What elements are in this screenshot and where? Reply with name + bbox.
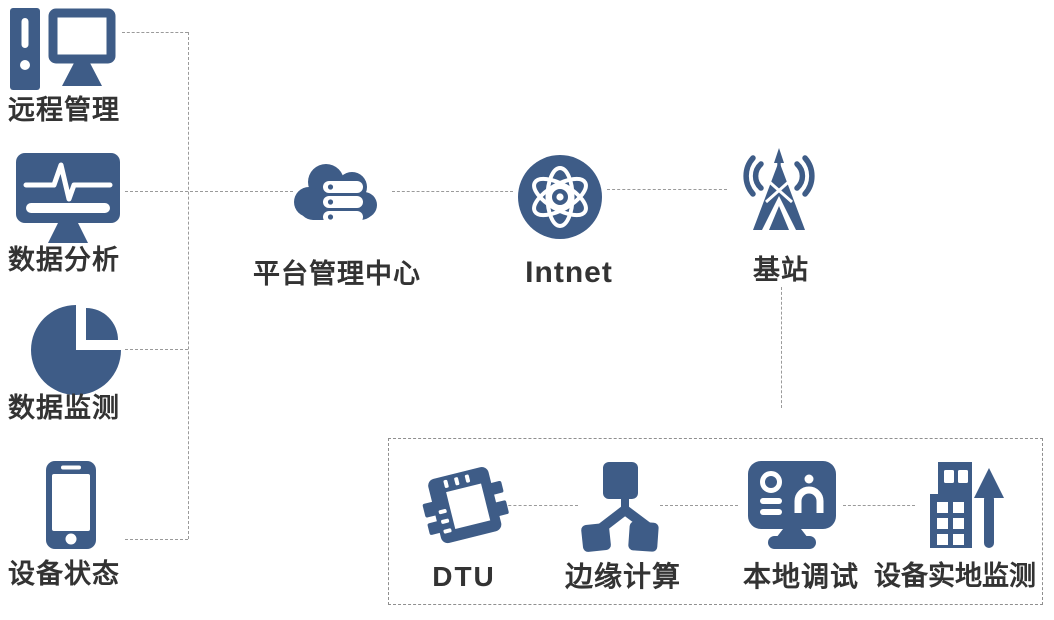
node-label-device-field-monitoring: 设备实地监测: [874, 561, 1036, 591]
connector-status-to-bus: [125, 539, 188, 540]
pulse-monitor-icon: [16, 153, 120, 245]
signal-tower-icon: [731, 148, 827, 240]
globe-network-icon: [518, 155, 602, 239]
connector-dtu-to-edge: [498, 505, 578, 506]
connector-remote-to-bus: [122, 32, 188, 33]
connector-basestation-to-box: [781, 287, 782, 408]
node-label-data-analysis: 数据分析: [8, 245, 120, 275]
node-label-base-station: 基站: [753, 255, 809, 285]
connector-edge-to-debug: [660, 505, 738, 506]
connector-analysis-to-platform: [125, 191, 293, 192]
edge-computing-icon: [580, 462, 659, 552]
debug-terminal-icon: [747, 460, 837, 550]
cloud-server-icon: [293, 160, 381, 240]
node-label-intnet: Intnet: [525, 256, 613, 289]
desktop-computer-icon: [10, 6, 116, 96]
connector-monitor-to-bus: [125, 349, 188, 350]
node-label-remote-management: 远程管理: [8, 95, 120, 125]
node-label-platform-center: 平台管理中心: [253, 259, 421, 289]
node-label-local-debugging: 本地调试: [742, 561, 859, 592]
connector-platform-to-intnet: [392, 191, 513, 192]
connector-debug-to-building: [843, 505, 915, 506]
connector-left-bus: [188, 32, 189, 539]
node-label-edge-computing: 边缘计算: [564, 561, 681, 592]
smartphone-icon: [46, 461, 96, 549]
dtu-chip-icon: [422, 460, 509, 552]
node-label-device-status: 设备状态: [8, 559, 120, 589]
pie-chart-icon: [30, 296, 124, 395]
node-label-data-monitoring: 数据监测: [8, 393, 120, 423]
node-label-dtu: DTU: [432, 561, 496, 592]
device-box: [388, 438, 1043, 605]
connector-intnet-to-basestation: [607, 189, 727, 190]
building-monitor-icon: [922, 462, 1004, 552]
